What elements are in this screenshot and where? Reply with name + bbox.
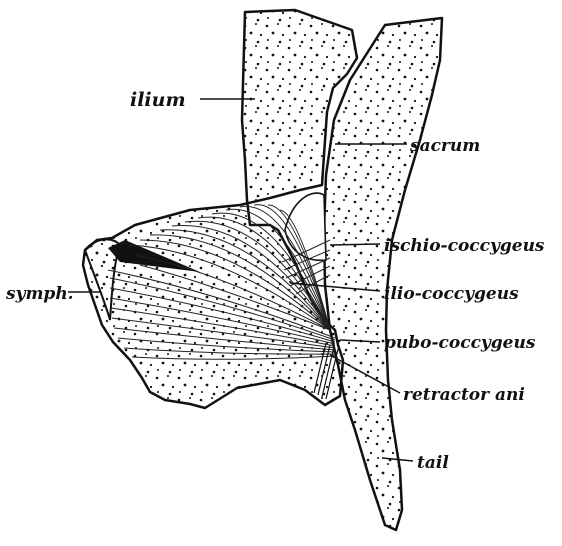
label-pubo-coccygeus: pubo-coccygeus (384, 333, 536, 353)
label-ilium: ilium (130, 89, 186, 111)
label-tail: tail (417, 453, 449, 473)
label-symph: symph. (5, 284, 74, 304)
label-ilio-coccygeus: ilio-coccygeus (384, 284, 519, 304)
label-ischio-coccygeus: ischio-coccygeus (384, 236, 545, 256)
label-retractor-ani: retractor ani (403, 385, 525, 405)
label-sacrum: sacrum (409, 136, 480, 156)
